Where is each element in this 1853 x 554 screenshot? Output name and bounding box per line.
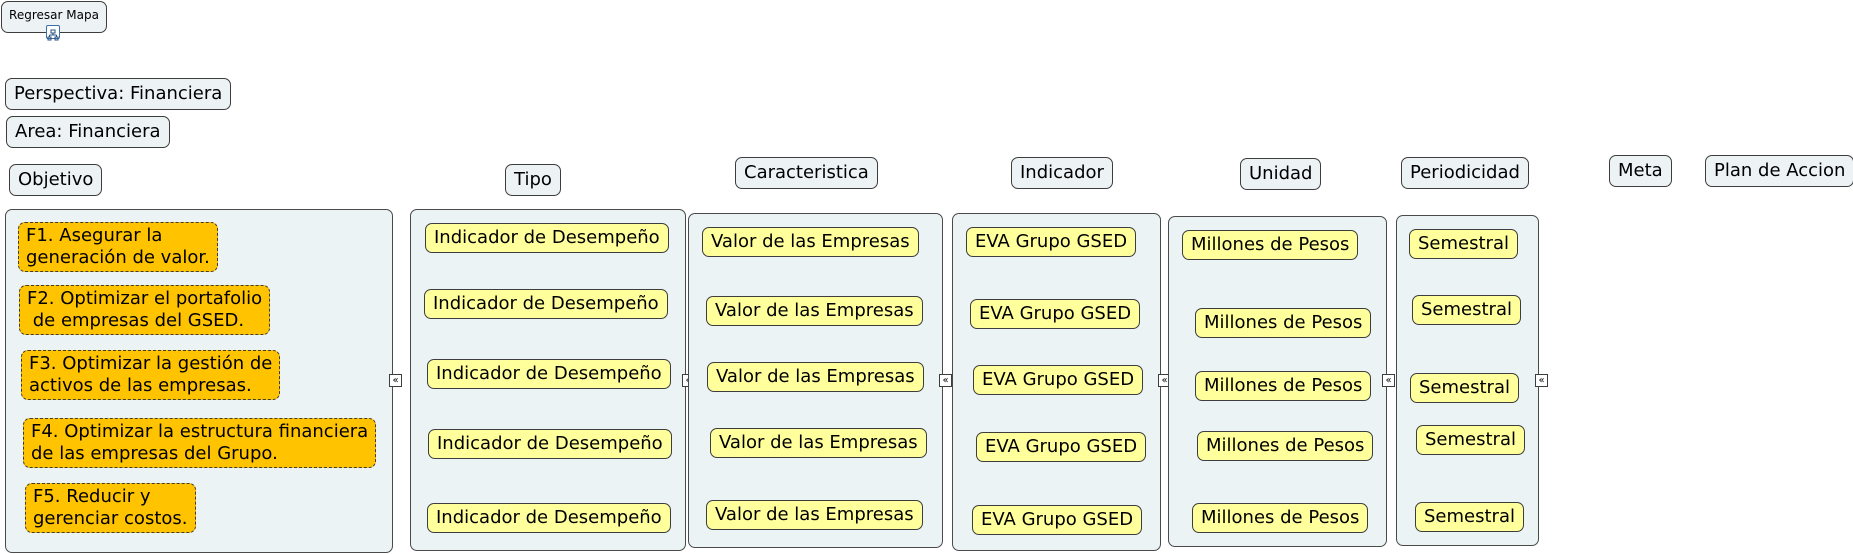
objective-f4[interactable]: F4. Optimizar la estructura financiera d… — [23, 418, 377, 468]
objective-f5[interactable]: F5. Reducir y gerenciar costos. — [25, 483, 196, 533]
tipo-item[interactable]: Indicador de Desempeño — [427, 503, 671, 533]
indicador-item[interactable]: EVA Grupo GSED — [973, 365, 1144, 395]
periodicidad-item[interactable]: Semestral — [1415, 502, 1524, 532]
tipo-item[interactable]: Indicador de Desempeño — [425, 223, 669, 253]
unidad-item[interactable]: Millones de Pesos — [1195, 371, 1372, 401]
unidad-item[interactable]: Millones de Pesos — [1182, 230, 1359, 260]
caracteristica-item[interactable]: Valor de las Empresas — [702, 227, 919, 257]
unidad-item[interactable]: Millones de Pesos — [1192, 503, 1369, 533]
objective-f2[interactable]: F2. Optimizar el portafolio de empresas … — [19, 285, 271, 335]
caracteristica-item[interactable]: Valor de las Empresas — [706, 500, 923, 530]
header-unidad: Unidad — [1240, 158, 1322, 190]
indicador-item[interactable]: EVA Grupo GSED — [976, 432, 1147, 462]
perspective-label: Perspectiva: Financiera — [5, 78, 232, 110]
caracteristica-item[interactable]: Valor de las Empresas — [707, 362, 924, 392]
area-label: Area: Financiera — [6, 116, 170, 148]
tipo-item[interactable]: Indicador de Desempeño — [427, 359, 671, 389]
caracteristica-item[interactable]: Valor de las Empresas — [706, 296, 923, 326]
periodicidad-item[interactable]: Semestral — [1409, 229, 1518, 259]
indicador-item[interactable]: EVA Grupo GSED — [966, 227, 1137, 257]
unidad-item[interactable]: Millones de Pesos — [1195, 308, 1372, 338]
collapse-periodicidad-toggle[interactable]: « — [1535, 374, 1548, 387]
header-periodicidad: Periodicidad — [1401, 157, 1529, 189]
header-plan-de-accion: Plan de Accion — [1705, 155, 1853, 187]
header-tipo: Tipo — [505, 164, 561, 196]
periodicidad-item[interactable]: Semestral — [1412, 295, 1521, 325]
header-caracteristica: Caracteristica — [735, 157, 878, 189]
sitemap-icon-glyph — [47, 29, 59, 41]
objective-f3[interactable]: F3. Optimizar la gestión de activos de l… — [21, 350, 281, 400]
objective-f1[interactable]: F1. Asegurar la generación de valor. — [18, 222, 218, 272]
periodicidad-item[interactable]: Semestral — [1410, 373, 1519, 403]
unidad-item[interactable]: Millones de Pesos — [1197, 431, 1374, 461]
back-to-map-label: Regresar Mapa — [9, 8, 99, 22]
header-indicador: Indicador — [1011, 157, 1113, 189]
caracteristica-item[interactable]: Valor de las Empresas — [710, 428, 927, 458]
header-objetivo: Objetivo — [9, 164, 103, 196]
collapse-objetivo-toggle[interactable]: « — [389, 374, 402, 387]
periodicidad-item[interactable]: Semestral — [1416, 425, 1525, 455]
indicador-item[interactable]: EVA Grupo GSED — [970, 299, 1141, 329]
tipo-item[interactable]: Indicador de Desempeño — [428, 429, 672, 459]
tipo-item[interactable]: Indicador de Desempeño — [424, 289, 668, 319]
header-meta: Meta — [1609, 155, 1672, 187]
collapse-unidad-toggle[interactable]: « — [1382, 374, 1395, 387]
sitemap-icon[interactable] — [46, 25, 60, 41]
indicador-item[interactable]: EVA Grupo GSED — [972, 505, 1143, 535]
collapse-caracteristica-toggle[interactable]: « — [939, 374, 952, 387]
